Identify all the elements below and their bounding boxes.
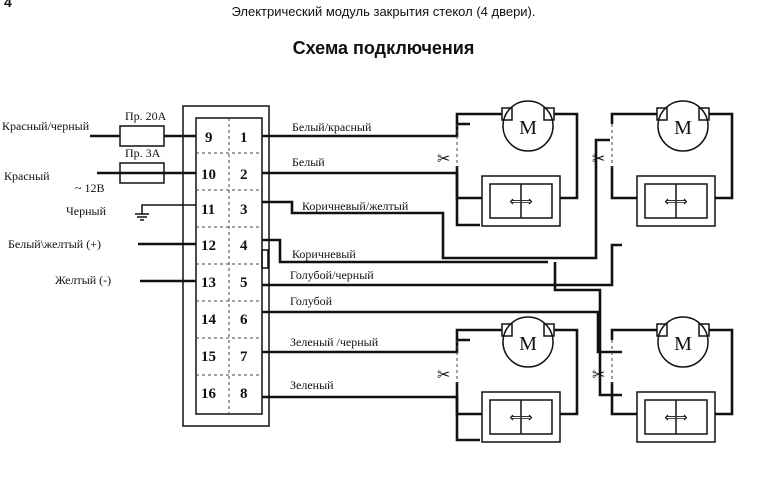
scissors-icon: ✂: [437, 149, 450, 168]
pin4-bridge-element: [261, 249, 269, 269]
pin-1: 1: [240, 130, 248, 146]
output-label-pin8: Зеленый: [290, 378, 334, 392]
input-wire-pin12: Белый\желтый (+): [8, 237, 196, 251]
input-wire-pin10: Красный Пр. 3А ~ 12В: [4, 146, 196, 195]
pin-numbers: 9 10 11 12 13 14 15 16 1 2 3 4 5 6 7 8: [201, 130, 248, 402]
motor-wire-left: [610, 328, 657, 340]
motor-wire-right: [709, 112, 734, 200]
pin-6: 6: [240, 312, 248, 328]
scissors-icon: ✂: [437, 365, 450, 384]
window-direction-arrows-icon: ⇐⇒: [509, 410, 533, 426]
door-unit-front-right: M ⇐⇒ ✂: [592, 100, 734, 227]
fuse-20a: [119, 125, 165, 147]
output-label-pin7: Зеленый /черный: [290, 335, 379, 349]
motor-label: M: [519, 117, 537, 139]
input-wire-pin13: Желтый (-): [55, 273, 196, 287]
output-wire-pin3: [262, 138, 610, 260]
motor-label: M: [674, 333, 692, 355]
motor-icon: [657, 100, 709, 152]
motor-wire-right: [554, 112, 579, 200]
door-unit-front-left: M ⇐⇒ ✂: [437, 100, 579, 227]
output-labels: Белый/красный Белый Коричневый/желтый Ко…: [290, 120, 409, 392]
pin-9: 9: [205, 130, 213, 146]
window-switch-housing: [481, 391, 561, 443]
pin-16: 16: [201, 386, 217, 402]
door-unit-rear-left: M ⇐⇒ ✂: [437, 316, 579, 443]
pin-8: 8: [240, 386, 248, 402]
motor-icon: [502, 100, 554, 152]
window-direction-arrows-icon: ⇐⇒: [664, 410, 688, 426]
motor-terminal-right: [698, 323, 710, 337]
output-label-pin3: Коричневый/желтый: [302, 199, 409, 213]
motor-label: M: [674, 117, 692, 139]
output-label-pin4: Коричневый: [292, 247, 356, 261]
pin-5: 5: [240, 275, 248, 291]
output-wire-pin4: [262, 238, 548, 264]
window-direction-arrows-icon: ⇐⇒: [664, 194, 688, 210]
output-label-pin2: Белый: [292, 155, 325, 169]
motor-terminal-right: [698, 107, 710, 121]
motor-terminal-left: [656, 323, 668, 337]
motor-terminal-left: [656, 107, 668, 121]
motor-terminal-left: [501, 107, 513, 121]
output-wire-pin4-rear: [553, 262, 622, 397]
output-label-pin5: Голубой/черный: [290, 268, 374, 282]
pin-12: 12: [201, 238, 216, 254]
fuse-label-20a: Пр. 20А: [125, 109, 167, 123]
switch-wire-left: [610, 382, 637, 416]
window-switch-housing: [636, 175, 716, 227]
motor-terminal-right: [543, 323, 555, 337]
switch-wire-left: [455, 382, 482, 416]
switch-wire-left: [455, 166, 482, 200]
door-unit-rear-right: M ⇐⇒ ✂: [592, 316, 734, 443]
motor-label: M: [519, 333, 537, 355]
pin-10: 10: [201, 167, 216, 183]
ground-icon: [135, 213, 149, 221]
input-label-pin10: Красный: [4, 169, 50, 183]
scissors-icon: ✂: [592, 365, 605, 384]
output-wire-pin6: [262, 310, 622, 354]
pin-7: 7: [240, 349, 248, 365]
pin-15: 15: [201, 349, 216, 365]
input-label-pin12: Белый\желтый (+): [8, 237, 101, 251]
document-subtitle: Электрический модуль закрытия стекол (4 …: [231, 4, 536, 19]
motor-icon: [657, 316, 709, 368]
pin-4: 4: [240, 238, 248, 254]
fuse-label-3a: Пр. 3А: [125, 146, 161, 160]
output-wire-pin8: [262, 395, 480, 442]
motor-icon: [502, 316, 554, 368]
connector-row-dividers: [196, 152, 262, 376]
motor-wire-left: [455, 112, 502, 124]
motor-wire-right: [554, 328, 579, 416]
window-switch-housing: [636, 391, 716, 443]
diagram-title: Схема подключения: [292, 38, 475, 58]
voltage-note: ~ 12В: [75, 181, 105, 195]
motor-terminal-left: [501, 323, 513, 337]
motor-wire-left: [610, 112, 657, 124]
motor-wire-left: [455, 328, 502, 340]
window-direction-arrows-icon: ⇐⇒: [509, 194, 533, 210]
switch-wire-left: [610, 166, 637, 200]
pin-3: 3: [240, 202, 248, 218]
connector-housing-outer: [182, 105, 270, 427]
page-number: 4: [4, 0, 12, 10]
pin-13: 13: [201, 275, 216, 291]
input-wire-pin9: Красный/черный Пр. 20А: [2, 109, 196, 147]
motor-terminal-right: [543, 107, 555, 121]
pin-2: 2: [240, 167, 248, 183]
pin-14: 14: [201, 312, 217, 328]
scissors-icon: ✂: [592, 149, 605, 168]
input-label-pin9: Красный/черный: [2, 119, 90, 133]
pin-11: 11: [201, 202, 215, 218]
output-label-pin6: Голубой: [290, 294, 333, 308]
input-label-pin13: Желтый (-): [55, 273, 111, 287]
window-switch-housing: [481, 175, 561, 227]
input-wire-pin11: Черный: [66, 204, 196, 221]
output-label-pin1: Белый/красный: [292, 120, 372, 134]
output-wire-pin5: [262, 243, 622, 287]
motor-wire-right: [709, 328, 734, 416]
input-label-pin11: Черный: [66, 204, 107, 218]
